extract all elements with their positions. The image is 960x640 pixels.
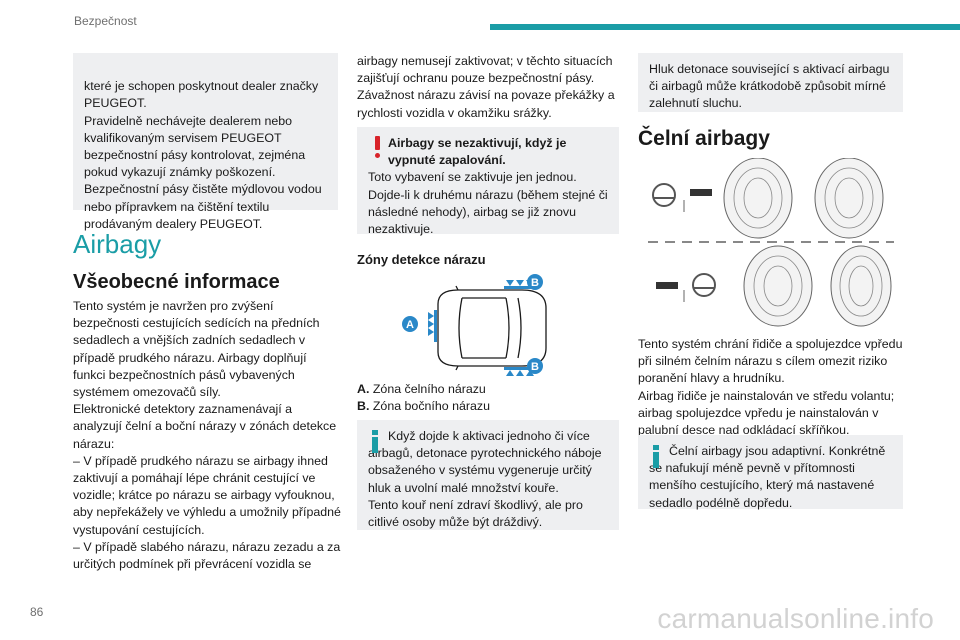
legend-b-key: B. — [357, 399, 370, 413]
zone-b-marker-top — [527, 274, 543, 290]
detonation-info-text: Když dojde k aktivaci jednoho či více ai… — [368, 429, 602, 530]
legend-a: A. Zóna čelního nárazu — [357, 381, 486, 398]
front-airbags-heading: Čelní airbagy — [638, 127, 770, 150]
legend-a-key: A. — [357, 382, 370, 396]
adaptive-info-box: Čelní airbagy jsou adaptivní. Konkrétně … — [638, 435, 903, 510]
car-outline — [437, 285, 547, 371]
adaptive-info-text: Čelní airbagy jsou adaptivní. Konkrétně … — [649, 444, 886, 510]
zone-a-marker — [402, 316, 418, 332]
warning-icon — [371, 136, 383, 158]
zone-b-label-top: B — [531, 277, 539, 289]
warning-title: Airbagy se nezaktivují, když je vypnuté … — [388, 136, 567, 168]
warning-box: Airbagy se nezaktivují, když je vypnuté … — [357, 127, 619, 236]
header-accent-bar — [490, 24, 960, 30]
side-impact-arrows-bottom — [504, 367, 538, 376]
airbag-severity-text: airbagy nemusejí zaktivovat; v těchto si… — [357, 54, 615, 120]
hearing-note-text: Hluk detonace související s aktivací air… — [649, 62, 890, 111]
front-airbags-illustration — [648, 158, 894, 327]
warning-body: Toto vybavení se zaktivuje jen jednou. D… — [368, 170, 608, 237]
rhd-dashboard — [692, 273, 716, 297]
detonation-info-box: Když dojde k aktivaci jednoho či více ai… — [357, 420, 619, 530]
general-info-body: Tento systém je navržen pro zvýšení bezp… — [73, 299, 341, 572]
zone-a-label: A — [406, 319, 414, 331]
seatbelt-note-box: které je schopen poskytnout dealer značk… — [73, 53, 338, 231]
hearing-note-box: Hluk detonace související s aktivací air… — [638, 53, 903, 112]
impact-zones-diagram: A B B — [402, 274, 547, 376]
impact-zones-heading: Zóny detekce nárazu — [357, 252, 486, 267]
page-number: 86 — [30, 605, 44, 619]
front-impact-arrows — [428, 310, 437, 342]
legend-b: B. Zóna bočního nárazu — [357, 398, 490, 415]
front-airbags-body: Tento systém chrání řidiče a spolujezdce… — [638, 337, 903, 438]
seatbelt-note-text: které je schopen poskytnout dealer značk… — [84, 79, 322, 231]
lhd-dashboard — [652, 183, 676, 207]
legend-a-text: Zóna čelního nárazu — [372, 382, 486, 396]
general-info-heading: Všeobecné informace — [73, 271, 280, 293]
airbags-heading: Airbagy — [73, 229, 162, 259]
airbag-balloons-rhd — [743, 245, 892, 327]
section-title: Bezpečnost — [74, 14, 137, 28]
zone-b-marker-bottom — [527, 358, 543, 374]
legend-b-text: Zóna bočního nárazu — [372, 399, 490, 413]
zone-b-label-bottom: B — [531, 361, 539, 373]
info-icon — [369, 430, 381, 453]
info-icon-adaptive — [650, 445, 662, 468]
airbag-balloons-lhd — [723, 158, 884, 239]
watermark: carmanualsonline.info — [657, 603, 934, 634]
